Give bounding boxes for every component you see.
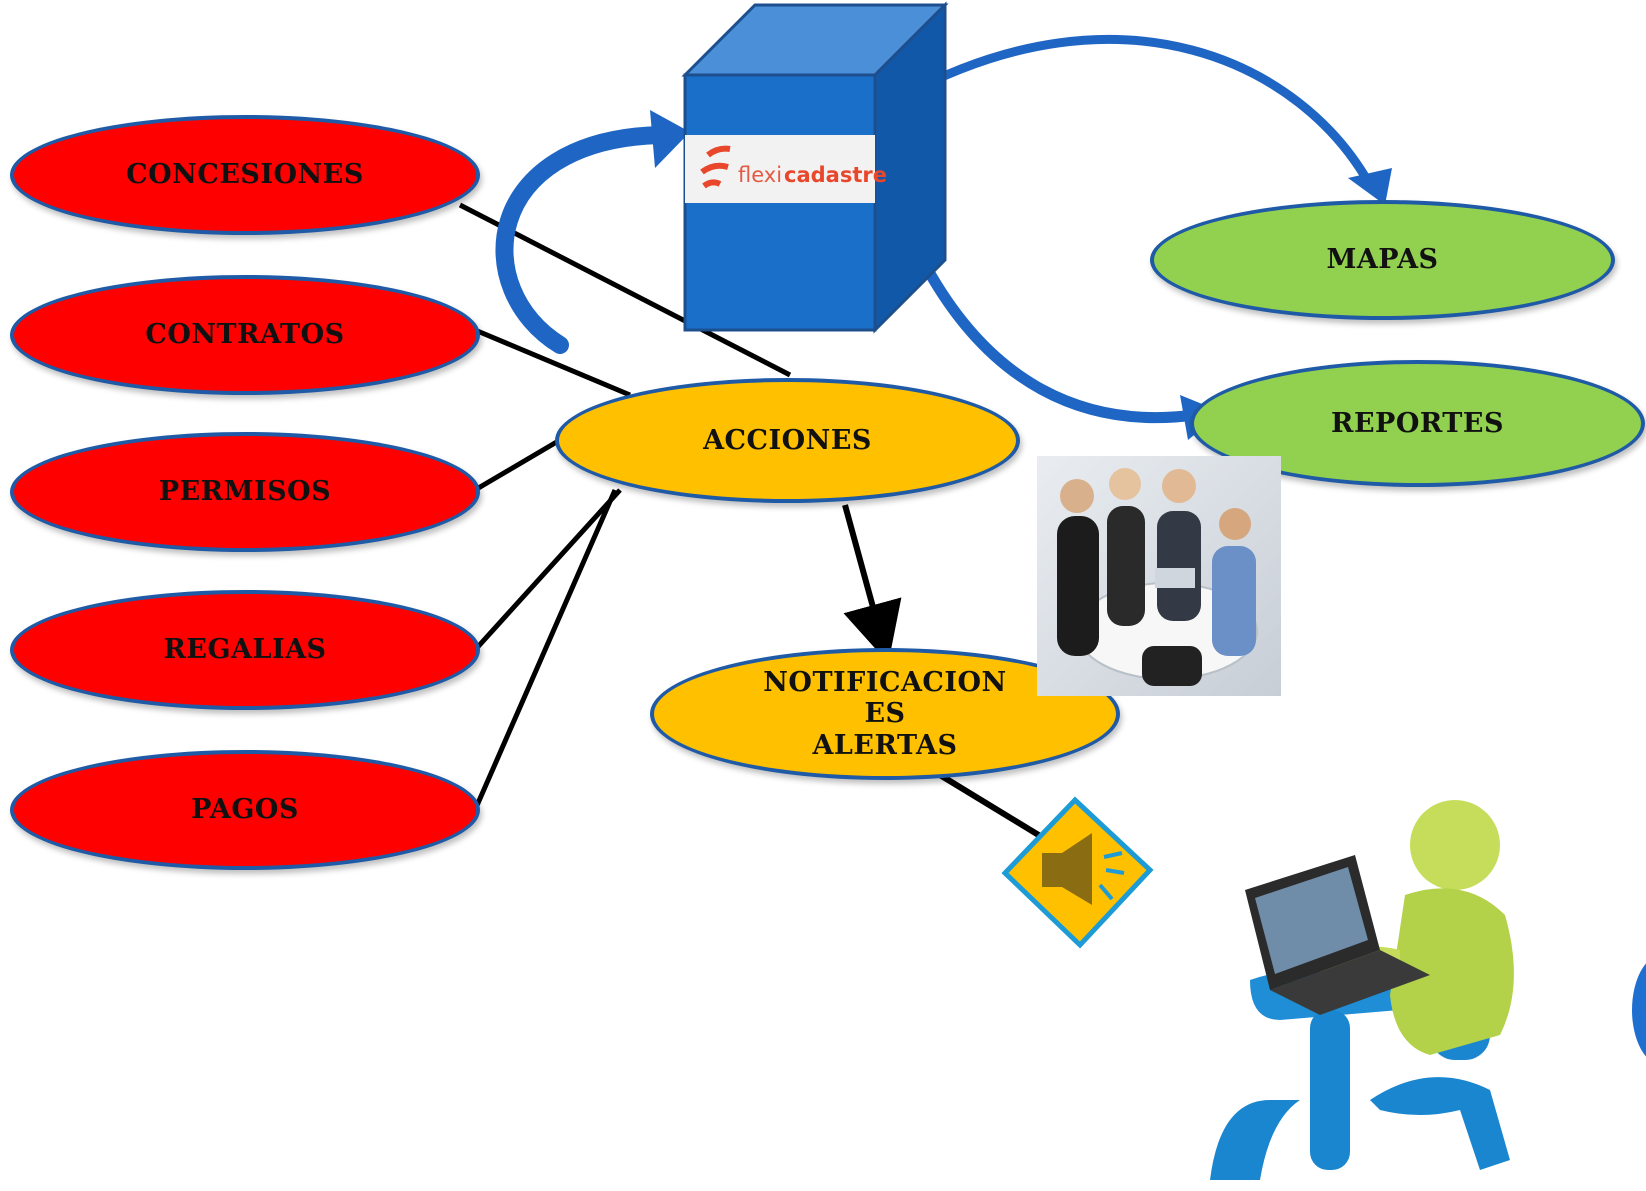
node-label: PAGOS: [191, 794, 299, 826]
node-label: ACCIONES: [703, 424, 872, 456]
node-label: REPORTES: [1331, 407, 1504, 439]
connector-pagos: [472, 488, 618, 812]
connector-alert: [938, 772, 1057, 848]
node-label-line: NOTIFICACION: [763, 667, 1007, 699]
node-label-line: ES: [864, 698, 906, 730]
meeting-illustration: [1057, 468, 1258, 686]
arrow-acciones-to-server: [495, 126, 669, 354]
connector-concesiones: [458, 202, 792, 378]
node-label: CONTRATOS: [145, 319, 345, 351]
connector-contratos: [474, 327, 631, 398]
arrow-to-notificaciones: [842, 504, 902, 664]
alert-speaker-icon: [1001, 796, 1154, 949]
team-meeting-photo: [1037, 456, 1281, 696]
arrow-server-to-reportes: [923, 267, 1196, 424]
server-icon: flexi cadastre: [681, 1, 949, 334]
node-label-line: ALERTAS: [812, 729, 958, 761]
node-label: CONCESIONES: [126, 159, 364, 191]
connector-permisos: [473, 437, 562, 493]
node-pagos: PAGOS: [10, 750, 480, 870]
logo-text-flexi: flexi: [738, 163, 782, 187]
logo-text-cadastre: cadastre: [784, 163, 887, 187]
node-label: REGALIAS: [163, 634, 327, 666]
connector-regalias: [473, 488, 622, 652]
arrow-head-mapas: [1348, 168, 1392, 205]
node-regalias: REGALIAS: [10, 590, 480, 710]
edge-circle-shape: [1632, 955, 1646, 1065]
node-permisos: PERMISOS: [10, 432, 480, 552]
node-contratos: CONTRATOS: [10, 275, 480, 395]
arrow-head-server: [650, 110, 690, 168]
node-acciones: ACCIONES: [555, 378, 1020, 503]
arrow-server-to-mapas: [902, 35, 1374, 188]
node-mapas: MAPAS: [1150, 200, 1615, 320]
node-concesiones: CONCESIONES: [10, 115, 480, 235]
flexicadastre-logo-mark: [700, 145, 731, 189]
node-label: MAPAS: [1326, 244, 1439, 276]
node-label: PERMISOS: [158, 476, 332, 508]
user-at-laptop-figure: [1210, 800, 1514, 1180]
